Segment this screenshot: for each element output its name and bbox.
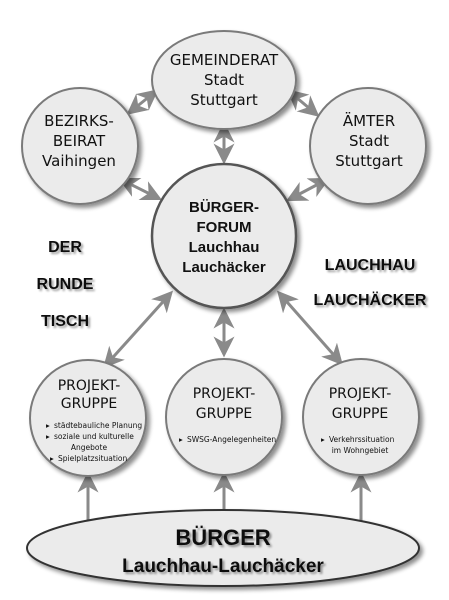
connector-arrows bbox=[77, 89, 372, 522]
arrow-forum-projekt1 bbox=[102, 290, 174, 369]
side-label-right: LAUCHHAU LAUCHÄCKER bbox=[314, 257, 427, 309]
arrow-forum-projekt3 bbox=[277, 290, 343, 366]
bezirksbeirat-line-1: BEZIRKS- bbox=[44, 112, 114, 130]
bullet-icon: ▸ bbox=[321, 435, 325, 444]
aemter-line-2: Stadt bbox=[349, 132, 389, 150]
arrow-bezirksbeirat-forum bbox=[117, 177, 163, 201]
projekt2-item-1: SWSG-Angelegenheiten bbox=[187, 435, 276, 444]
aemter-line-3: Stuttgart bbox=[335, 152, 403, 170]
node-projektgruppe-1: PROJEKT- GRUPPE ▸ städtebauliche Planung… bbox=[29, 359, 147, 477]
gemeinderat-line-1: GEMEINDERAT bbox=[170, 51, 279, 69]
node-aemter: ÄMTER Stadt Stuttgart bbox=[309, 87, 427, 205]
node-bezirksbeirat: BEZIRKS- BEIRAT Vaihingen bbox=[21, 87, 139, 205]
projekt1-item-1: städtebauliche Planung bbox=[54, 421, 142, 430]
forum-line-1: BÜRGER- bbox=[189, 199, 259, 216]
projekt1-item-2: soziale und kulturelle bbox=[54, 432, 134, 441]
node-gemeinderat: GEMEINDERAT Stadt Stuttgart bbox=[151, 30, 297, 130]
left-label-line-2: RUNDE bbox=[37, 276, 94, 293]
side-label-left: DER RUNDE TISCH bbox=[37, 239, 94, 330]
bullet-icon: ▸ bbox=[50, 454, 54, 463]
bullet-icon: ▸ bbox=[46, 421, 50, 430]
forum-line-3: Lauchhau bbox=[189, 239, 260, 256]
gemeinderat-line-3: Stuttgart bbox=[190, 91, 258, 109]
left-label-line-3: TISCH bbox=[41, 313, 89, 330]
bezirksbeirat-line-2: BEIRAT bbox=[53, 132, 106, 150]
arrow-bezirksbeirat-gemeinderat bbox=[126, 89, 159, 115]
left-label-line-1: DER bbox=[48, 239, 82, 256]
projekt1-title-1: PROJEKT- bbox=[58, 378, 121, 394]
gemeinderat-line-2: Stadt bbox=[204, 71, 244, 89]
projekt2-title-2: GRUPPE bbox=[196, 406, 253, 422]
node-buergerforum: BÜRGER- FORUM Lauchhau Lauchäcker bbox=[150, 162, 298, 310]
buerger-line-1: BÜRGER bbox=[175, 525, 270, 550]
forum-line-2: FORUM bbox=[197, 219, 252, 236]
bullet-icon: ▸ bbox=[46, 432, 50, 441]
arrow-gemeinderat-aemter bbox=[286, 89, 320, 117]
node-buerger: BÜRGER Lauchhau-Lauchäcker bbox=[26, 509, 420, 587]
node-projektgruppe-3: PROJEKT- GRUPPE ▸ Verkehrssituation im W… bbox=[302, 358, 420, 476]
aemter-line-1: ÄMTER bbox=[343, 111, 395, 130]
projekt3-title-1: PROJEKT- bbox=[329, 386, 392, 402]
projekt1-title-2: GRUPPE bbox=[61, 396, 118, 412]
projekt1-item-4: Spielplatzsituation bbox=[58, 454, 128, 463]
arrow-aemter-forum bbox=[286, 177, 330, 202]
projekt1-item-3: Angebote bbox=[71, 443, 108, 452]
projekt2-title-1: PROJEKT- bbox=[193, 386, 256, 402]
buerger-line-2: Lauchhau-Lauchäcker bbox=[122, 556, 324, 577]
right-label-line-2: LAUCHÄCKER bbox=[314, 291, 427, 309]
bullet-icon: ▸ bbox=[179, 435, 183, 444]
right-label-line-1: LAUCHHAU bbox=[325, 257, 416, 274]
projekt3-item-1: Verkehrssituation bbox=[329, 435, 395, 444]
node-projektgruppe-2: PROJEKT- GRUPPE ▸ SWSG-Angelegenheiten bbox=[165, 358, 283, 476]
bezirksbeirat-line-3: Vaihingen bbox=[42, 152, 116, 170]
forum-line-4: Lauchäcker bbox=[182, 259, 266, 276]
projekt3-item-2: im Wohngebiet bbox=[332, 446, 389, 455]
projekt3-title-2: GRUPPE bbox=[332, 406, 389, 422]
